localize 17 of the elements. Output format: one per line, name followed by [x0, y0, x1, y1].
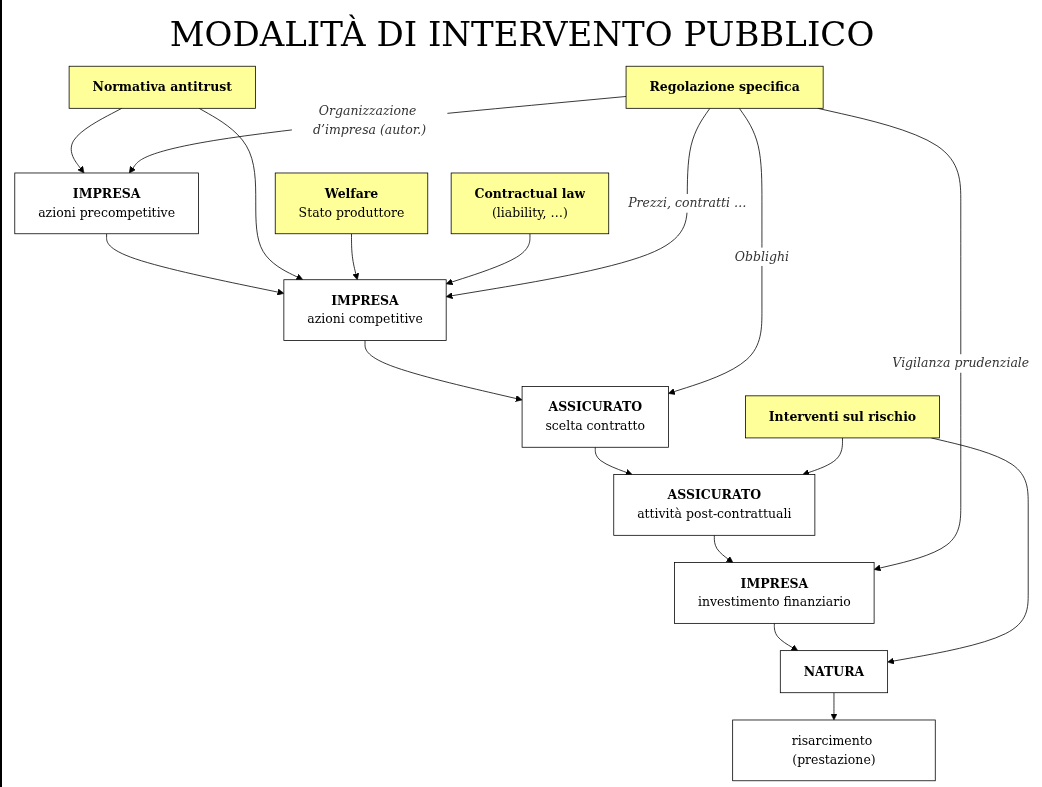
node-box: Regolazione specifica	[625, 65, 824, 109]
edge-label: Prezzi, contratti …	[628, 195, 747, 211]
node-box: Contractual law (liability, …)	[450, 172, 610, 235]
diagram-title: MODALITÀ DI INTERVENTO PUBBLICO	[169, 14, 875, 54]
node-box: IMPRESA azioni precompetitive	[14, 172, 199, 235]
node-box: IMPRESA investimento finanziario	[674, 562, 875, 624]
edge-label: Vigilanza prudenziale	[892, 355, 1030, 371]
node-box: ASSICURATO attività post-contrattuali	[613, 474, 816, 536]
node-box: NATURA	[779, 650, 888, 694]
node-box: Welfare Stato produttore	[274, 172, 429, 235]
node-box: IMPRESA azioni competitive	[283, 279, 447, 341]
edge-label: Obblighi	[734, 248, 790, 264]
node-box: ASSICURATO scelta contratto	[521, 386, 669, 448]
edge-label: Organizzazione d’impresa (autor.)	[313, 103, 427, 137]
node-box: Interventi sul rischio	[745, 395, 940, 439]
node-box: Normativa antitrust	[68, 65, 256, 109]
node-box: risarcimento (prestazione)	[732, 719, 936, 782]
